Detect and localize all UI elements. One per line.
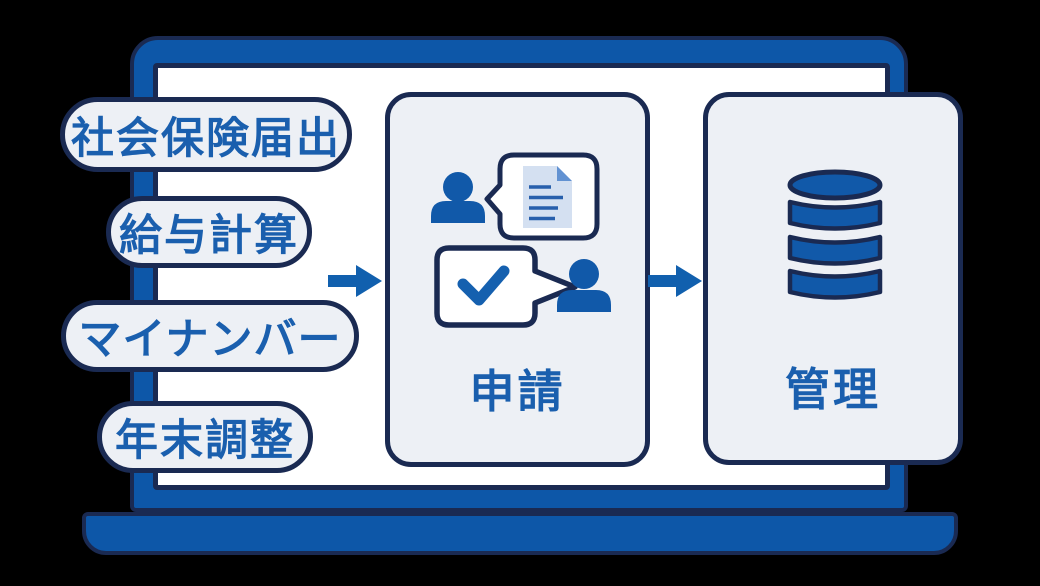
person-icon [431, 172, 485, 223]
checkmark-icon [457, 265, 510, 306]
application-panel-label: 申請 [469, 366, 566, 417]
task-pill-year-end-adjustment: 年末調整 [97, 401, 313, 473]
speech-bubble-checkmark-icon [434, 245, 578, 328]
task-pill-label: マイナンバー [78, 316, 342, 364]
management-panel-label: 管理 [784, 364, 881, 415]
task-pill-my-number: マイナンバー [61, 300, 359, 372]
flow-arrow-icon [328, 265, 382, 297]
speech-bubble-document-icon [484, 152, 600, 241]
task-pill-social-insurance: 社会保険届出 [60, 97, 352, 172]
document-icon [523, 166, 572, 228]
database-icon [787, 169, 883, 300]
laptop-base [82, 512, 958, 555]
person-icon [557, 259, 611, 312]
management-panel: 管理 [703, 92, 963, 465]
task-pill-label: 社会保険届出 [71, 114, 341, 163]
flow-arrow-icon [648, 265, 702, 297]
application-panel: 申請 [385, 92, 650, 467]
task-pill-label: 年末調整 [115, 417, 295, 465]
task-pill-label: 給与計算 [119, 212, 299, 260]
task-pill-payroll: 給与計算 [106, 196, 312, 268]
people-chat-icons [431, 152, 611, 328]
